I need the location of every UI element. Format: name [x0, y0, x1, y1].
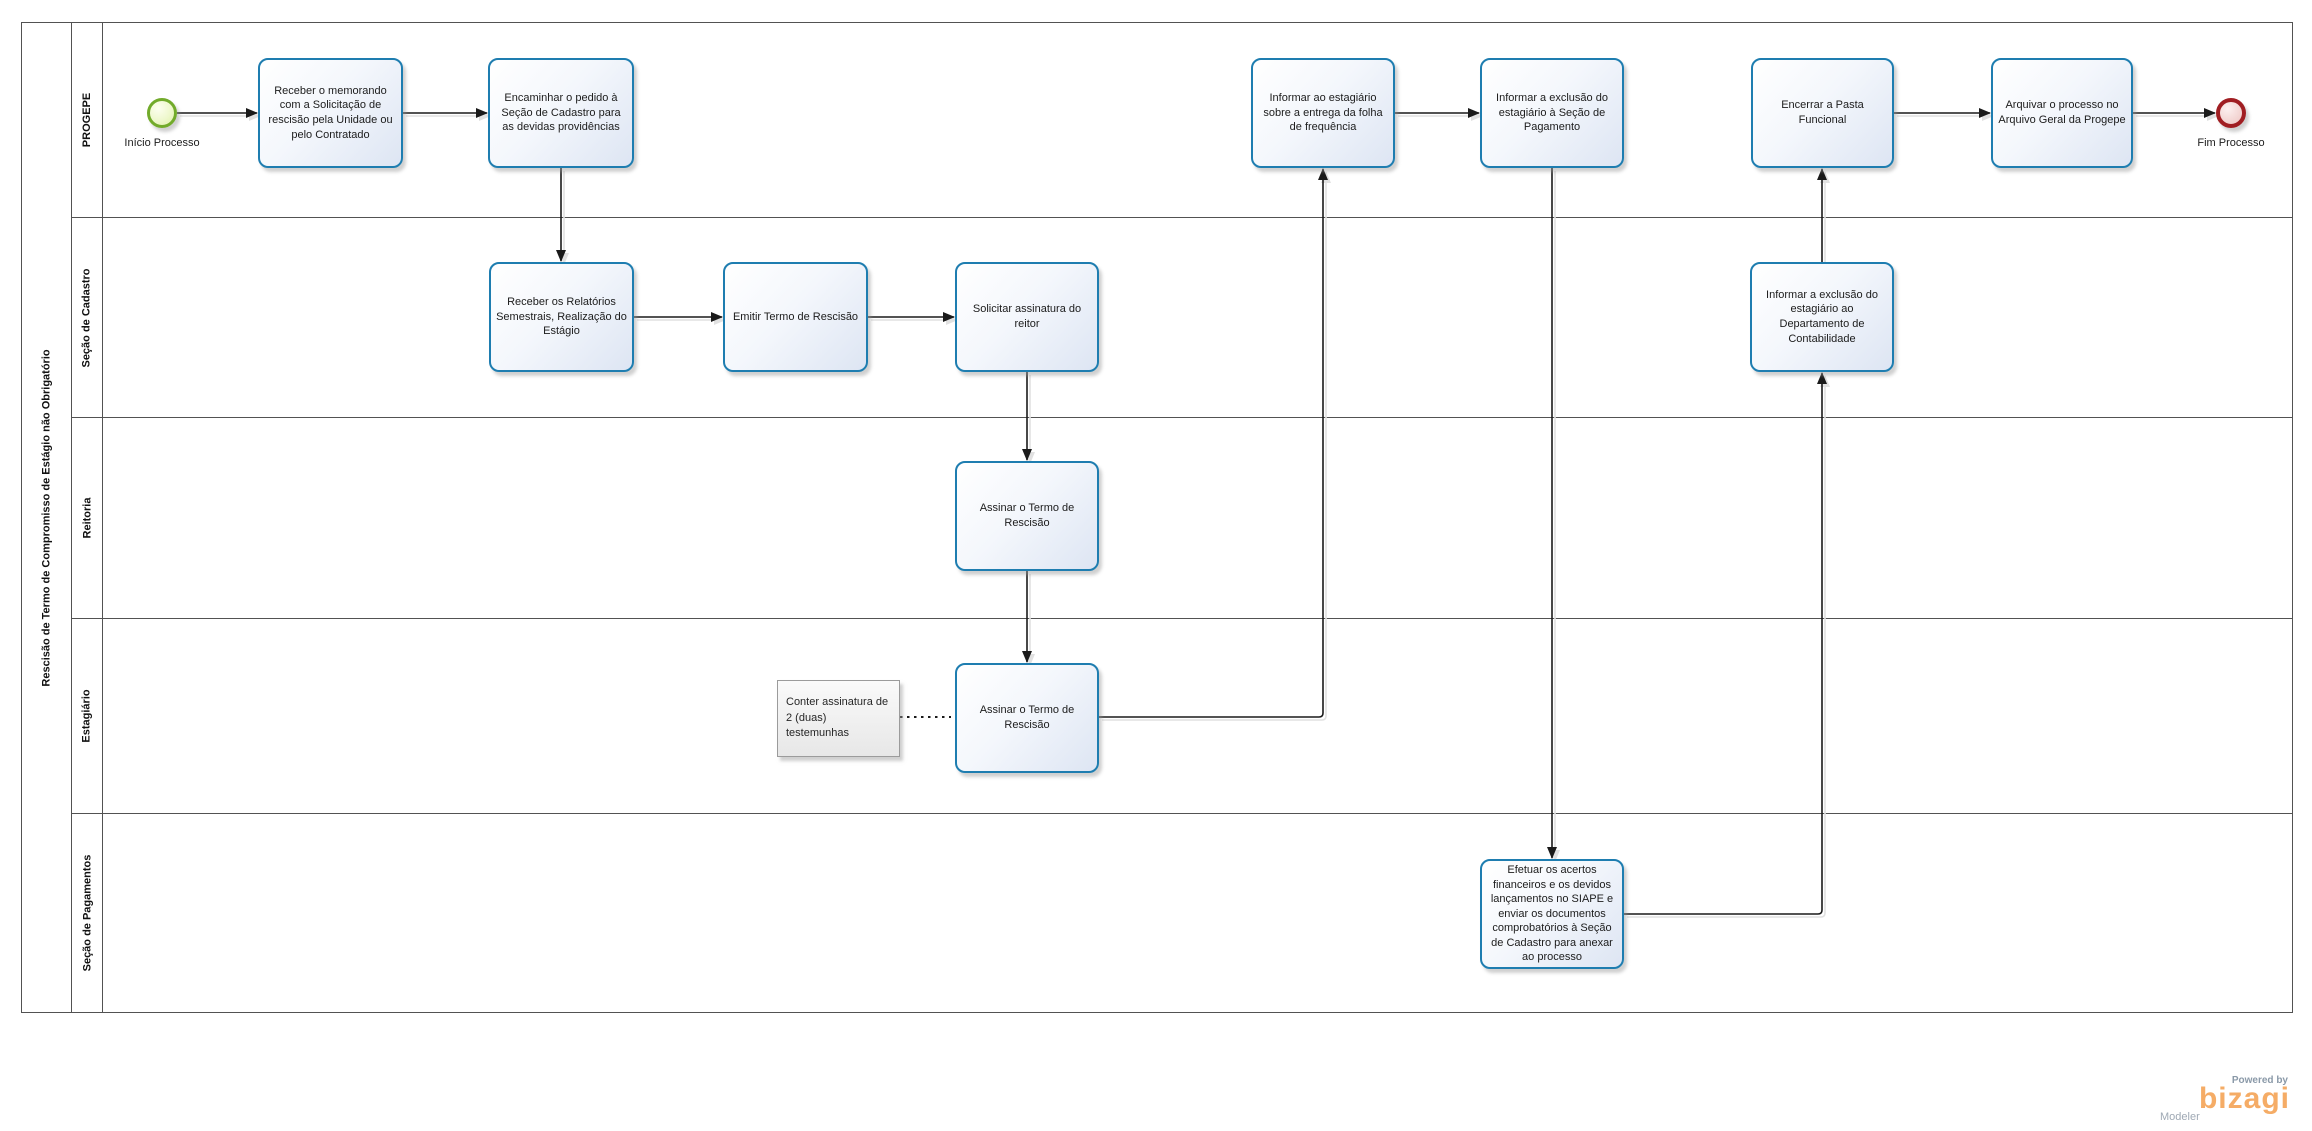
- lane-estagiario: Estagiário: [72, 619, 2292, 814]
- lane-reitoria: Reitoria: [72, 418, 2292, 619]
- task-label: Encaminhar o pedido à Seção de Cadastro …: [501, 92, 621, 134]
- task-label: Emitir Termo de Rescisão: [732, 310, 859, 323]
- task-t7[interactable]: Assinar o Termo de Rescisão: [955, 663, 1099, 773]
- bizagi-branding: Powered by bizagi Modeler: [2160, 1075, 2290, 1123]
- task-label: Solicitar assinatura do reitor: [972, 303, 1082, 330]
- lanes: PROGEPE Seção de Cadastro Reitoria Estag…: [72, 23, 2292, 1012]
- lane-label-strip: PROGEPE: [72, 23, 103, 217]
- task-label: Receber os Relatórios Semestrais, Realiz…: [496, 296, 627, 338]
- lane-label-strip: Reitoria: [72, 418, 103, 618]
- task-t6[interactable]: Assinar o Termo de Rescisão: [955, 461, 1099, 571]
- start-event[interactable]: [147, 98, 177, 128]
- lane-label-strip: Seção de Cadastro: [72, 218, 103, 417]
- end-event[interactable]: [2216, 98, 2246, 128]
- modeler-label: Modeler: [2160, 1111, 2200, 1123]
- task-t13[interactable]: Arquivar o processo no Arquivo Geral da …: [1991, 58, 2133, 168]
- task-label: Receber o memorando com a Solicitação de…: [268, 84, 393, 141]
- task-label: Assinar o Termo de Rescisão: [979, 704, 1075, 731]
- lane-label-strip: Seção de Pagamentos: [72, 814, 103, 1012]
- task-t3[interactable]: Receber os Relatórios Semestrais, Realiz…: [489, 262, 634, 372]
- task-label: Efetuar os acertos financeiros e os devi…: [1490, 864, 1614, 964]
- task-t12[interactable]: Encerrar a Pasta Funcional: [1751, 58, 1894, 168]
- task-t2[interactable]: Encaminhar o pedido à Seção de Cadastro …: [488, 58, 634, 168]
- text-annotation[interactable]: Conter assinatura de 2 (duas) testemunha…: [777, 680, 900, 757]
- task-label: Informar ao estagiário sobre a entrega d…: [1263, 92, 1383, 134]
- start-event-label: Início Processo: [124, 137, 200, 149]
- task-label: Informar a exclusão do estagiário à Seçã…: [1496, 92, 1608, 134]
- task-t1[interactable]: Receber o memorando com a Solicitação de…: [258, 58, 403, 168]
- task-t8[interactable]: Informar ao estagiário sobre a entrega d…: [1251, 58, 1395, 168]
- bizagi-logo: bizagi: [2198, 1082, 2290, 1115]
- task-t9[interactable]: Informar a exclusão do estagiário à Seçã…: [1480, 58, 1624, 168]
- lane-progepe: PROGEPE: [72, 23, 2292, 218]
- task-label: Assinar o Termo de Rescisão: [979, 502, 1075, 529]
- task-label: Arquivar o processo no Arquivo Geral da …: [1998, 99, 2126, 126]
- flow-t10-t11: [1627, 375, 1830, 918]
- pool-title-strip: Rescisão de Termo de Compromisso de Está…: [22, 23, 72, 1012]
- end-event-label: Fim Processo: [2197, 137, 2265, 149]
- task-label: Informar a exclusão do estagiário ao Dep…: [1766, 288, 1878, 345]
- powered-by-label: Powered by: [2231, 1075, 2288, 1086]
- flow-t10-t11: [1624, 372, 1827, 915]
- task-t10[interactable]: Efetuar os acertos financeiros e os devi…: [1480, 859, 1624, 969]
- task-t5[interactable]: Solicitar assinatura do reitor: [955, 262, 1099, 372]
- lane-secao-de-cadastro: Seção de Cadastro: [72, 218, 2292, 418]
- task-t4[interactable]: Emitir Termo de Rescisão: [723, 262, 868, 372]
- flow-t7-t8: [1102, 171, 1331, 721]
- task-t11[interactable]: Informar a exclusão do estagiário ao Dep…: [1750, 262, 1894, 372]
- task-label: Encerrar a Pasta Funcional: [1781, 99, 1864, 126]
- lane-secao-de-pagamentos: Seção de Pagamentos: [72, 814, 2292, 1012]
- flow-t7-t8: [1099, 168, 1328, 718]
- lane-label-strip: Estagiário: [72, 619, 103, 813]
- annotation-label: Conter assinatura de 2 (duas) testemunha…: [786, 696, 889, 740]
- bpmn-pool: Rescisão de Termo de Compromisso de Está…: [21, 22, 2293, 1013]
